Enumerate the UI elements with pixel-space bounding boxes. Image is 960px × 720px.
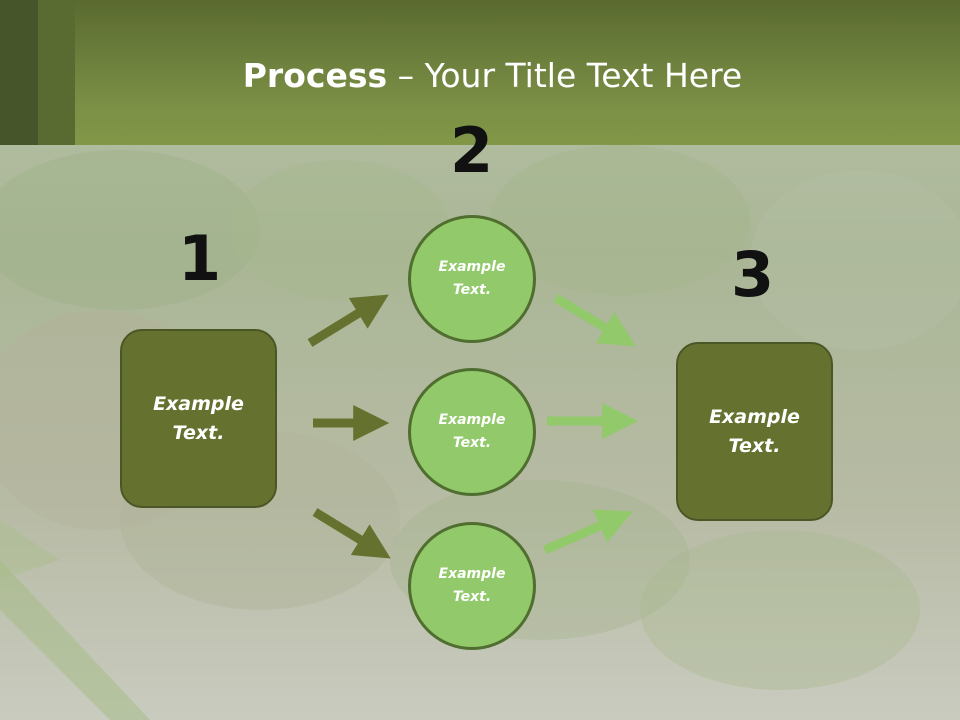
step-3-text: Example Text. [709, 405, 800, 457]
arrow-left-up [307, 294, 389, 347]
step-3-box: Example Text. [676, 342, 833, 521]
circle-top: Example Text. [408, 215, 536, 343]
step-number-3: 3 [731, 238, 775, 311]
arrow-right-down [543, 509, 633, 555]
arrow-left-down [312, 508, 391, 559]
arrow-right-up [553, 294, 636, 347]
circle-bottom: Example Text. [408, 522, 536, 650]
circle-middle-text: Example Text. [438, 412, 506, 451]
slide-title: Process – Your Title Text Here [0, 54, 960, 98]
title-rest: – Your Title Text Here [387, 56, 743, 95]
title-bar-accent [38, 0, 75, 145]
step-number-1: 1 [178, 222, 222, 295]
title-bar [0, 0, 960, 145]
circle-bottom-text: Example Text. [438, 566, 506, 605]
circle-top-text: Example Text. [438, 259, 506, 298]
circle-middle: Example Text. [408, 368, 536, 496]
title-bold: Process [242, 56, 388, 95]
step-1-text: Example Text. [153, 392, 244, 444]
step-number-2: 2 [450, 114, 494, 187]
step-1-box: Example Text. [120, 329, 277, 508]
title-bar-accent-dark [0, 0, 38, 145]
